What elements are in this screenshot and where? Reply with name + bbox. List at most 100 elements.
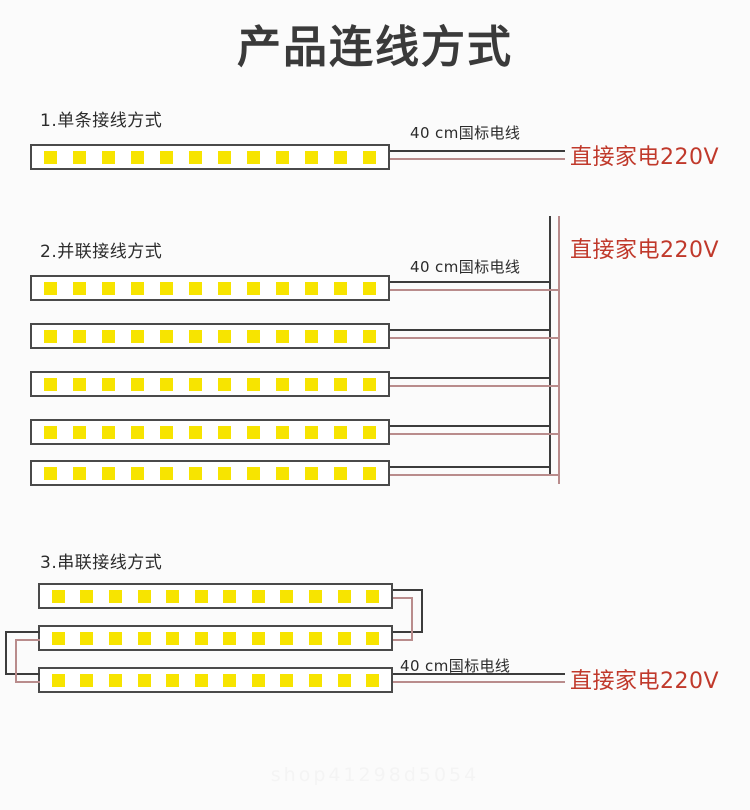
led-chip [189, 425, 202, 439]
led-chip [337, 589, 351, 603]
led-chip [194, 589, 208, 603]
wire-red [390, 433, 560, 435]
led-strip [38, 667, 393, 693]
led-chip [73, 425, 86, 439]
led-chip [189, 281, 202, 295]
led-chip [363, 425, 376, 439]
voltage-label-single: 直接家电220V [570, 145, 720, 170]
wire-length-label-series: 40 cm国标电线 [400, 657, 511, 675]
led-chip [189, 329, 202, 343]
wire-length-label-parallel: 40 cm国标电线 [410, 258, 521, 276]
wire-black [390, 425, 551, 427]
led-chip [218, 329, 231, 343]
led-chip [137, 631, 151, 645]
led-chip [51, 589, 65, 603]
led-strip [30, 371, 390, 397]
led-chip [189, 466, 202, 480]
led-chip [334, 150, 347, 164]
led-chip [247, 281, 260, 295]
led-chip [189, 377, 202, 391]
wire-black [390, 150, 565, 152]
led-chip [334, 281, 347, 295]
led-chip [247, 150, 260, 164]
wire-black [390, 281, 551, 283]
led-chip [73, 466, 86, 480]
led-chip [223, 673, 237, 687]
wire-red [390, 289, 560, 291]
wire-black [390, 329, 551, 331]
led-chip [80, 673, 94, 687]
led-chip [160, 466, 173, 480]
led-chip [44, 281, 57, 295]
led-chip [363, 377, 376, 391]
led-chip [305, 377, 318, 391]
led-chip [334, 466, 347, 480]
led-chip [305, 329, 318, 343]
led-chip [160, 425, 173, 439]
led-chip [334, 377, 347, 391]
led-chip [251, 589, 265, 603]
led-chip [276, 377, 289, 391]
led-chip [247, 377, 260, 391]
led-chip [166, 589, 180, 603]
led-chip [51, 631, 65, 645]
led-chip [305, 281, 318, 295]
led-chip [280, 631, 294, 645]
led-chip [160, 150, 173, 164]
led-chip [102, 329, 115, 343]
led-strip [30, 144, 390, 170]
led-chip [276, 466, 289, 480]
wire-black [5, 673, 40, 675]
wire-black [393, 673, 565, 675]
led-chip [247, 466, 260, 480]
wire-black [390, 377, 551, 379]
led-chip [308, 673, 322, 687]
wire-black [393, 631, 423, 633]
led-chip [102, 425, 115, 439]
led-chip [363, 150, 376, 164]
led-chip [166, 631, 180, 645]
led-chip [280, 673, 294, 687]
led-strip [30, 419, 390, 445]
led-chip [166, 673, 180, 687]
led-chip [276, 329, 289, 343]
section-label-series: 3.串联接线方式 [40, 553, 163, 573]
section-label-single: 1.单条接线方式 [40, 111, 163, 131]
led-chip [247, 425, 260, 439]
wire-red [390, 385, 560, 387]
led-chip [223, 631, 237, 645]
led-chip [218, 425, 231, 439]
led-chip [218, 466, 231, 480]
led-chip [194, 673, 208, 687]
led-chip [337, 631, 351, 645]
led-chip [108, 673, 122, 687]
wire-red [390, 337, 560, 339]
wire-black [390, 466, 551, 468]
led-chip [160, 329, 173, 343]
led-chip [366, 589, 380, 603]
led-chip [51, 673, 65, 687]
wire-length-label-single: 40 cm国标电线 [410, 124, 521, 142]
led-chip [305, 425, 318, 439]
wire-red [390, 474, 560, 476]
led-chip [137, 589, 151, 603]
page-title: 产品连线方式 [237, 22, 513, 73]
led-chip [305, 150, 318, 164]
led-chip [131, 150, 144, 164]
led-chip [363, 329, 376, 343]
section-label-parallel: 2.并联接线方式 [40, 242, 163, 262]
wire-red [411, 597, 413, 639]
led-strip [38, 583, 393, 609]
watermark: shop41298d5054 [270, 764, 480, 786]
wire-black [5, 631, 7, 673]
wire-black [393, 589, 423, 591]
led-chip [251, 673, 265, 687]
led-chip [73, 150, 86, 164]
led-chip [308, 631, 322, 645]
led-chip [160, 281, 173, 295]
led-chip [363, 466, 376, 480]
led-chip [73, 281, 86, 295]
led-chip [80, 631, 94, 645]
led-chip [223, 589, 237, 603]
